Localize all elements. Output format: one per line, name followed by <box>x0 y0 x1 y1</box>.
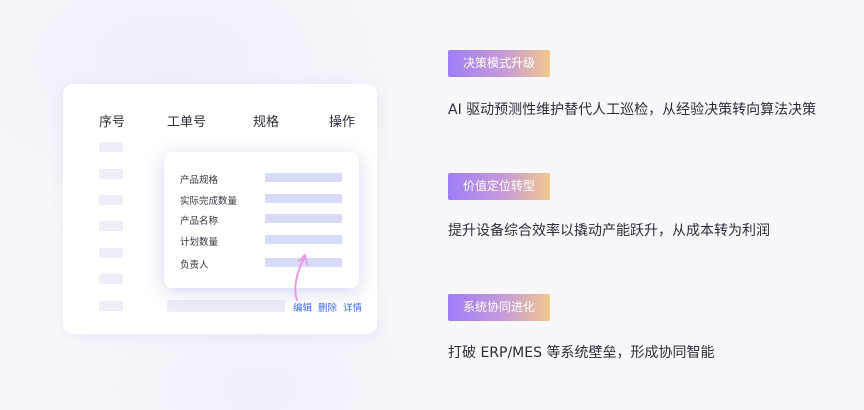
field-value-placeholder <box>265 194 342 203</box>
field-label-planned-quantity: 计划数量 <box>180 237 219 248</box>
placeholder-cell <box>99 301 123 311</box>
field-label-owner: 负责人 <box>180 260 209 271</box>
field-value-placeholder <box>265 258 342 267</box>
field-label-product-spec: 产品规格 <box>180 175 219 186</box>
feature-desc-decision-mode: AI 驱动预测性维护替代人工巡检，从经验决策转向算法决策 <box>448 102 817 118</box>
detail-popup: 产品规格 实际完成数量 产品名称 计划数量 负责人 <box>164 152 359 288</box>
placeholder-cell <box>99 142 123 152</box>
column-header-work-order: 工单号 <box>167 115 207 130</box>
feature-tag-decision-mode: 决策模式升级 <box>448 50 551 77</box>
delete-link[interactable]: 删除 <box>318 303 338 314</box>
field-value-placeholder <box>265 235 342 244</box>
column-header-spec: 规格 <box>253 115 280 130</box>
column-header-index: 序号 <box>99 115 126 130</box>
column-header-actions: 操作 <box>329 115 356 130</box>
feature-tag-system-synergy: 系统协同进化 <box>448 294 551 321</box>
edit-link[interactable]: 编辑 <box>293 303 313 314</box>
row-actions: 编辑 删除 详情 <box>293 300 365 314</box>
placeholder-cell <box>99 195 123 205</box>
pointer-arrow-icon <box>294 254 308 301</box>
field-label-product-name: 产品名称 <box>180 216 219 227</box>
placeholder-cell <box>99 221 123 231</box>
field-value-placeholder <box>265 173 342 182</box>
placeholder-cell <box>99 169 123 179</box>
feature-tag-value-positioning: 价值定位转型 <box>448 173 551 200</box>
placeholder-cell <box>99 248 123 258</box>
field-value-placeholder <box>265 214 342 223</box>
table-mockup-card: 序号 工单号 规格 操作 产品规格 实际完成数量 产品名称 计划数量 负责人 编… <box>63 84 377 334</box>
placeholder-cell <box>167 300 285 312</box>
field-label-actual-quantity: 实际完成数量 <box>180 196 238 207</box>
details-link[interactable]: 详情 <box>343 303 363 314</box>
feature-desc-value-positioning: 提升设备综合效率以撬动产能跃升，从成本转为利润 <box>448 223 770 239</box>
placeholder-cell <box>99 274 123 284</box>
feature-desc-system-synergy: 打破 ERP/MES 等系统壁垒，形成协同智能 <box>448 345 715 361</box>
